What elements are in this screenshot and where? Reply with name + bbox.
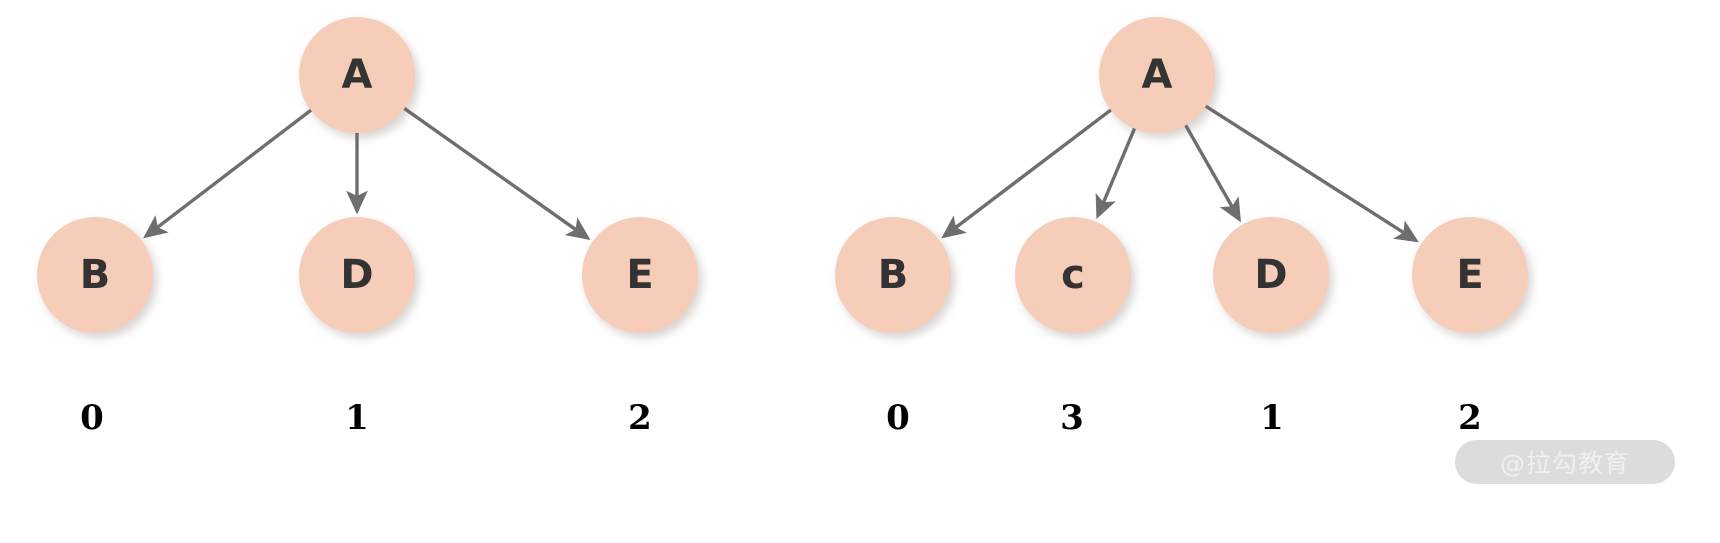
edge-A-to-B [941,107,1114,239]
index-label-left-tree-0: 0 [80,398,104,438]
node-label: B [79,252,111,298]
index-label-right-tree-2: 2 [1458,398,1482,438]
index-label-left-tree-1: 1 [345,398,369,438]
node-right-tree-B[interactable]: B [835,217,951,333]
watermark-badge: @拉勾教育 [1455,440,1675,484]
index-label-right-tree-1: 1 [1260,398,1284,438]
node-label: D [340,252,374,298]
index-label-right-tree-0: 0 [886,398,910,438]
node-label: c [1061,252,1085,298]
node-left-tree-B[interactable]: B [37,217,153,333]
node-label: A [341,52,373,98]
node-right-tree-A[interactable]: A [1099,17,1215,133]
node-right-tree-E[interactable]: E [1412,217,1528,333]
node-left-tree-A[interactable]: A [299,17,415,133]
edge-A-to-E [401,105,591,241]
node-right-tree-D[interactable]: D [1213,217,1329,333]
node-left-tree-E[interactable]: E [582,217,698,333]
index-label-right-tree-3: 3 [1060,398,1084,438]
node-label: E [1456,252,1484,298]
node-label: B [877,252,909,298]
edge-A-to-c [1095,125,1137,220]
node-label: A [1141,52,1173,98]
edge-A-to-D [1183,122,1241,223]
node-label: D [1254,252,1288,298]
node-label: E [626,252,654,298]
index-label-left-tree-2: 2 [628,398,652,438]
node-left-tree-D[interactable]: D [299,217,415,333]
watermark-text: @拉勾教育 [1499,449,1630,478]
node-right-tree-c[interactable]: c [1015,217,1131,333]
edge-A-to-E [1203,103,1419,243]
edge-A-to-B [143,107,314,239]
